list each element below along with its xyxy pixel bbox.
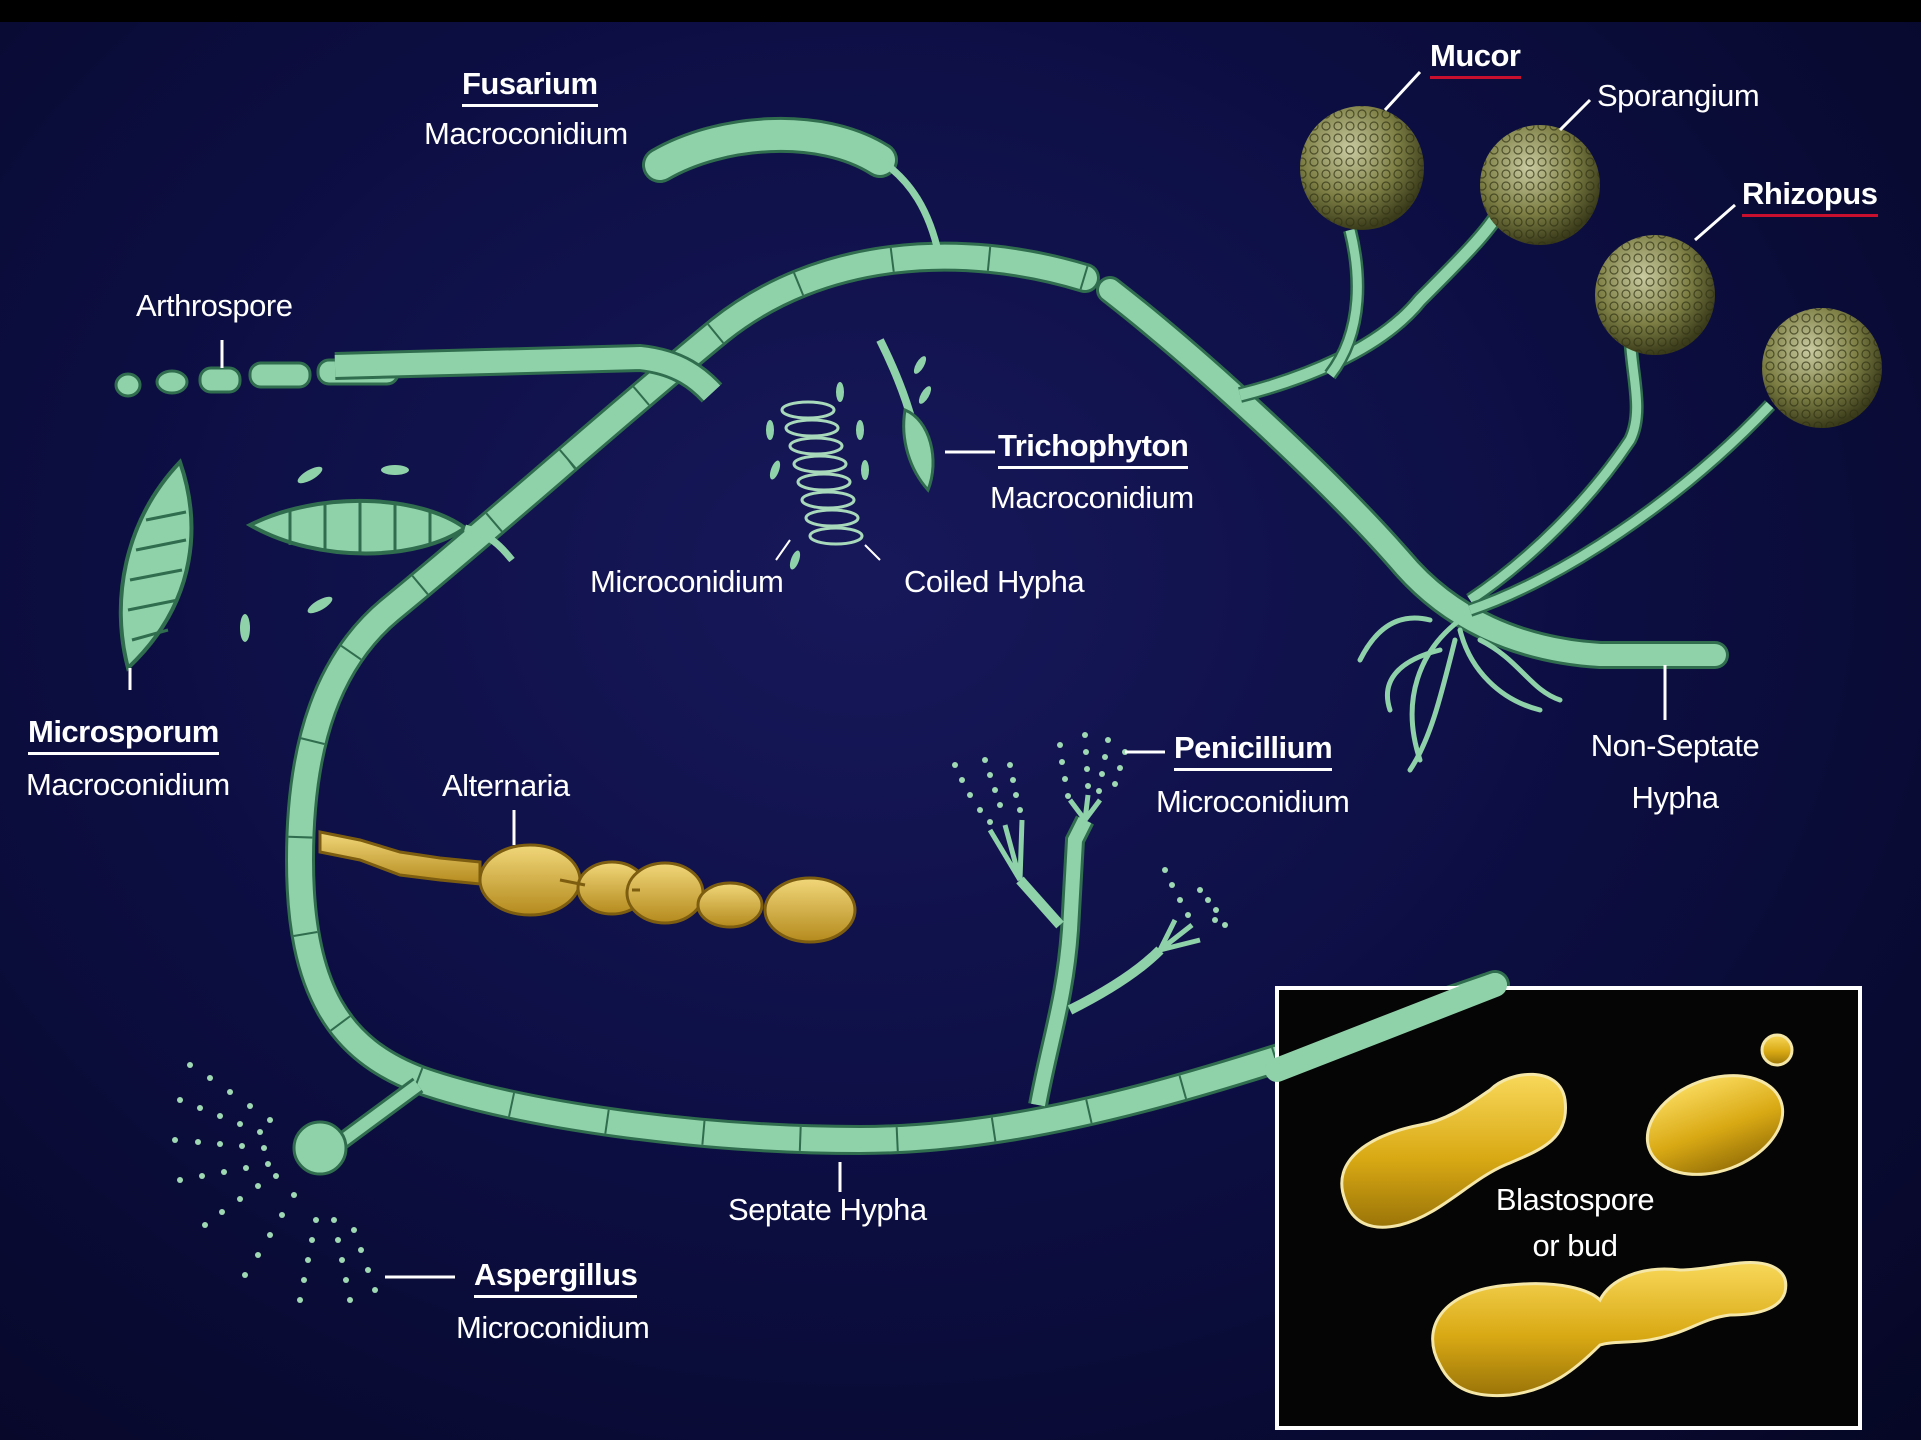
blastospore-label-line1: Blastospore <box>1475 1182 1675 1218</box>
septate-hypha-label: Septate Hypha <box>728 1192 927 1228</box>
sporangium-label: Sporangium <box>1597 78 1759 114</box>
coiled-hypha-label: Coiled Hypha <box>904 564 1084 600</box>
arthrospore-label: Arthrospore <box>136 288 292 324</box>
fusarium-sublabel: Macroconidium <box>424 116 628 152</box>
penicillium-sublabel: Microconidium <box>1156 784 1349 820</box>
arthrospore-chain <box>116 358 712 396</box>
non-septate-label-line2: Hypha <box>1580 780 1770 816</box>
mucor-sporangium-right <box>1480 125 1600 245</box>
rhizopus-label: Rhizopus <box>1742 176 1878 217</box>
mucor-sporangium-left <box>1300 106 1424 230</box>
rhizopus-sporangium-right <box>1762 308 1882 428</box>
rhizopus-sporangium-left <box>1595 235 1715 355</box>
trichophyton-sublabel: Macroconidium <box>990 480 1194 516</box>
microconidium-label: Microconidium <box>590 564 783 600</box>
trichophyton-structures <box>766 340 995 571</box>
microsporum-sublabel: Macroconidium <box>26 767 230 803</box>
aspergillus-sublabel: Microconidium <box>456 1310 649 1346</box>
fusarium-label: Fusarium <box>462 66 598 107</box>
aspergillus-conidiophore <box>172 1062 455 1303</box>
penicillium-label: Penicillium <box>1174 730 1332 771</box>
aspergillus-label: Aspergillus <box>474 1257 637 1298</box>
alternaria-label: Alternaria <box>442 768 570 804</box>
microsporum-macroconidium <box>121 462 192 690</box>
mucor-label: Mucor <box>1430 38 1521 79</box>
non-septate-label-line1: Non-Septate <box>1580 728 1770 764</box>
microsporum-label: Microsporum <box>28 714 219 755</box>
trichophyton-label: Trichophyton <box>998 428 1188 469</box>
alternaria-conidia <box>320 832 855 942</box>
fusarium-macroconidium <box>660 135 940 260</box>
blastospore-label-line2: or bud <box>1475 1228 1675 1264</box>
